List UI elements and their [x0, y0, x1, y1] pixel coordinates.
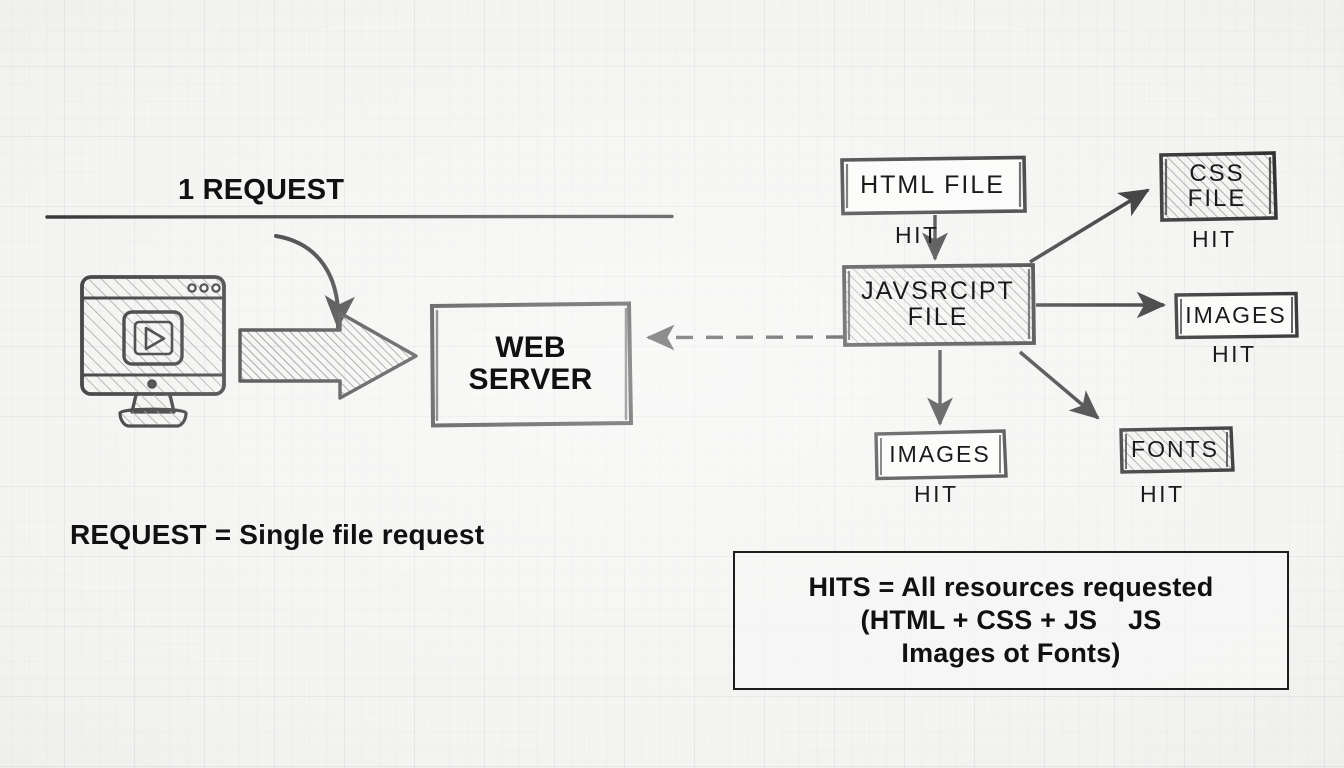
node-html-file-label: HTML FILE	[860, 170, 1005, 199]
web-server-node[interactable]: WEB SERVER	[430, 303, 631, 425]
hit-label-fonts: HIT	[1140, 481, 1185, 507]
web-server-label-line2: SERVER	[468, 363, 593, 396]
web-server-label: WEB SERVER	[430, 303, 631, 425]
hits-legend-line1: HITS = All resources requested	[808, 572, 1214, 603]
hit-label-css: HIT	[1192, 226, 1237, 252]
node-css-file-label: CSS FILE	[1187, 159, 1247, 212]
web-server-label-line1: WEB	[495, 330, 566, 364]
node-css-file[interactable]: CSS FILE	[1159, 152, 1275, 220]
page-title: 1 REQUEST	[178, 174, 345, 206]
hit-label-images-bottom: HIT	[914, 481, 959, 507]
node-javascript-file[interactable]: JAVSRCIPT FILE	[842, 264, 1034, 344]
node-images-bottom-label: IMAGES	[889, 440, 991, 467]
node-html-file[interactable]: HTML FILE	[840, 157, 1025, 213]
node-fonts[interactable]: FONTS	[1119, 427, 1231, 471]
node-fonts-label: FONTS	[1131, 435, 1219, 462]
node-images-right-label: IMAGES	[1185, 301, 1287, 328]
node-images-right[interactable]: IMAGES	[1174, 293, 1298, 337]
hits-legend-box: HITS = All resources requested (HTML + C…	[733, 551, 1289, 690]
hits-legend-line2: (HTML + CSS + JS JS	[860, 605, 1162, 636]
hits-legend-line3: Images ot Fonts)	[901, 637, 1121, 668]
node-javascript-file-label: JAVSRCIPT FILE	[861, 276, 1015, 331]
hit-label-images-right: HIT	[1212, 341, 1257, 367]
hit-label-html: HIT	[895, 222, 940, 248]
node-images-bottom[interactable]: IMAGES	[874, 431, 1006, 477]
request-legend-text: REQUEST = Single file request	[70, 519, 485, 550]
